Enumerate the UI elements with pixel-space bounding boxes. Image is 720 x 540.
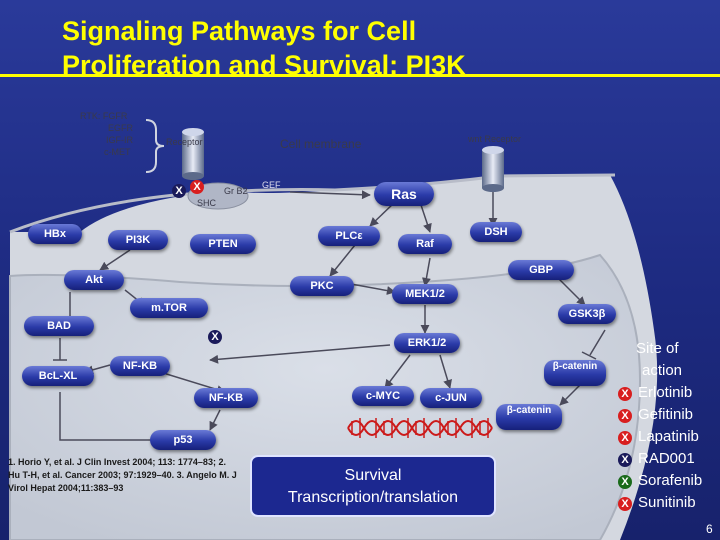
node-raf: Raf [398, 234, 452, 254]
drug-mark-icon: X [618, 431, 632, 445]
wnt-receptor-icon [482, 146, 504, 192]
title-line-1: Signaling Pathways for Cell [62, 16, 417, 46]
label-shc: SHC [197, 198, 217, 208]
page-number: 6 [706, 522, 713, 536]
node-ras: Ras [374, 182, 434, 206]
label-receptor: Receptor [166, 137, 203, 147]
arrow-gbp-gsk [554, 274, 586, 306]
arrow-raf-mek [421, 257, 431, 287]
node-dsh: DSH [470, 222, 522, 242]
arrow-erk-cjun [439, 354, 452, 389]
node-erk: ERK1/2 [394, 333, 460, 353]
drug-name: Erlotinib [638, 384, 693, 401]
drug-mark-icon: X [618, 409, 632, 423]
drug-name: Gefitinib [638, 406, 694, 423]
arrow-pi3k-akt [99, 249, 131, 271]
drug-name: Lapatinib [638, 428, 699, 445]
label-wnt-receptor: wnt Receptor [468, 134, 522, 144]
arrow-plce-pkc [329, 244, 356, 277]
label-gef: GEF [262, 180, 281, 190]
node-cjun: c-JUN [420, 388, 482, 408]
label-egfr: EGFR [108, 123, 134, 133]
arrow-erk-cmyc [384, 354, 411, 389]
drug-name: RAD001 [638, 450, 695, 467]
survival-box: Survival Transcription/translation [250, 455, 496, 517]
node-pten: PTEN [190, 234, 256, 254]
node-nfkb-1: NF-KB [110, 356, 170, 376]
node-pkc: PKC [290, 276, 354, 296]
label-igf1r: IGF-IR [106, 135, 133, 145]
node-mek: MEK1/2 [392, 284, 458, 304]
title-underline [0, 74, 720, 77]
node-mtor: m.TOR [130, 298, 208, 318]
node-akt: Akt [64, 270, 124, 290]
rtk-receptor-icon [182, 128, 204, 180]
drug-mark-icon: X [618, 453, 632, 467]
arrow-erk-nfkb [209, 344, 391, 364]
node-gsk3b: GSK3β [558, 304, 616, 324]
node-bclxl: BcL-XL [22, 366, 94, 386]
node-beta-catenin-2: β-catenin [496, 404, 562, 430]
inhibitor-mark-receptor-1: X [172, 184, 186, 198]
arrow-ras-raf [419, 201, 432, 233]
node-cmyc: c-MYC [352, 386, 414, 406]
node-beta-catenin-1: β-catenin [544, 360, 606, 386]
node-pi3k: PI3K [108, 230, 168, 250]
citation-text: 1. Horio Y, et al. J Clin Invest 2004; 1… [8, 457, 237, 493]
drug-mark-icon: X [618, 387, 632, 401]
inhibitor-mark-mtor: X [208, 330, 222, 344]
inhibitor-mark-receptor-2: X [190, 180, 204, 194]
dna-helix-icon [347, 418, 493, 438]
drug-name: Sorafenib [638, 472, 703, 489]
node-nfkb-2: NF-KB [194, 388, 258, 408]
label-rtk: RTK: FGFR [80, 111, 128, 121]
label-grb2: Gr B2 [224, 186, 248, 196]
drug-mark-icon: X [618, 497, 632, 511]
arrow-nfkb-p53 [209, 409, 221, 431]
node-plce: PLCε [318, 226, 380, 246]
inhibit-gsk-bcat [589, 329, 606, 356]
arrow-ras-plce [369, 201, 396, 227]
arrow-gef-ras [289, 190, 371, 200]
node-hbx: HBx [28, 224, 82, 244]
arrow-bcat-bcat [559, 384, 581, 406]
node-gbp: GBP [508, 260, 574, 280]
node-bad: BAD [24, 316, 94, 336]
label-cmet: c-MET [104, 147, 131, 157]
rtk-brace [145, 119, 165, 173]
inhibit-bclxl-p53 [59, 392, 160, 441]
site-of-heading: Site of [636, 340, 679, 357]
survival-line-2: Transcription/translation [287, 489, 459, 506]
drug-name: Sunitinib [638, 494, 696, 511]
inhibit-gsk-bcat-bar [581, 351, 597, 360]
survival-line-1: Survival [344, 467, 402, 484]
node-p53: p53 [150, 430, 216, 450]
label-cell-membrane: Cell membrane [280, 137, 362, 151]
action-heading: action [642, 362, 683, 379]
drug-mark-icon: X [618, 475, 632, 489]
